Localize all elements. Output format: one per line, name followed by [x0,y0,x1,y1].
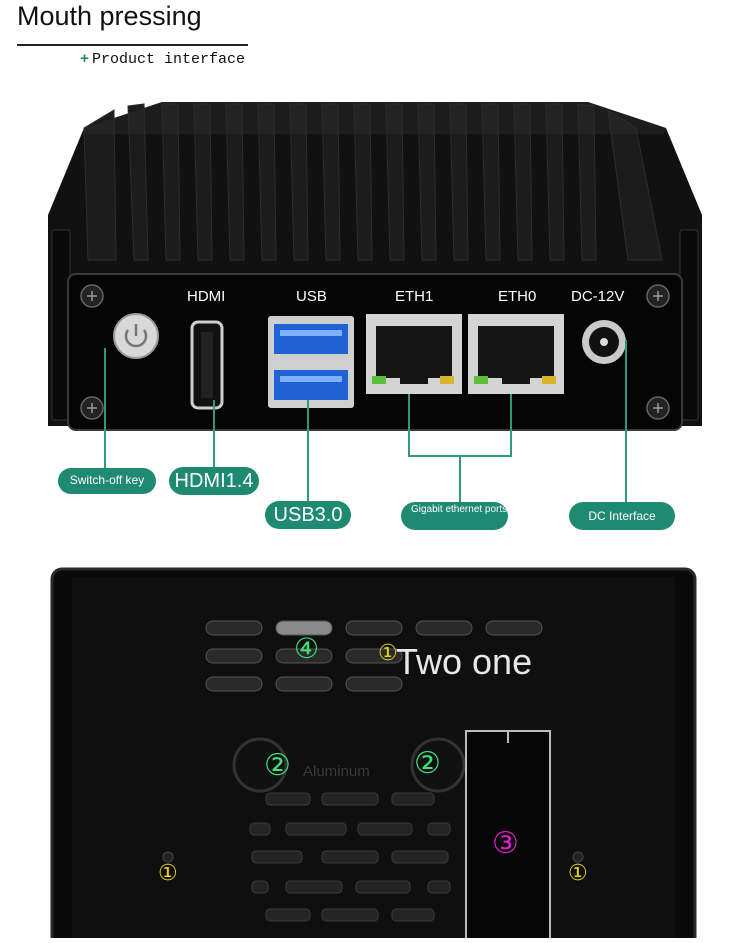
marker-1-right: ① [568,861,588,886]
marker-4: ④ [294,632,320,665]
marker-1-top: ① [378,641,398,666]
plus-icon: + [80,51,90,68]
callout-gigabit-ethernet: Gigabit ethernet ports [401,502,508,530]
callout-leader-lines [104,340,627,505]
marker-1-left: ① [158,861,178,886]
section-subtitle: +Product interface [80,51,245,68]
marker-2-left: ② [264,748,291,783]
port-label-eth1: ETH1 [395,288,434,305]
section-header: Mouth pressing +Product interface [0,0,260,80]
callout-hdmi: HDMI1.4 [169,467,259,495]
page-title: Mouth pressing [17,1,202,31]
port-label-eth0: ETH0 [498,288,537,305]
device-bottom-illustration [50,567,697,943]
heatsink-fins [83,103,663,261]
port-label-usb: USB [296,288,327,305]
overlay-text: Two one [396,641,533,682]
subtitle-text: Product interface [92,51,246,68]
marker-2-right: ② [414,746,441,781]
device-front-illustration [48,102,702,431]
device-front-image: HDMI USB ETH1 ETH0 DC-12V [44,100,706,440]
device-bottom-image: Aluminum Two one ④ ① ② ② ③ ① ① [50,567,697,943]
callout-switch-off-key: Switch-off key [58,468,156,494]
port-label-dc: DC-12V [571,288,625,305]
engraving-aluminum: Aluminum [303,763,370,780]
marker-3: ③ [492,826,519,861]
port-label-hdmi: HDMI [187,288,226,305]
callout-dc-interface: DC Interface [569,502,675,530]
callout-usb: USB3.0 [265,501,351,529]
title-divider [17,44,248,46]
